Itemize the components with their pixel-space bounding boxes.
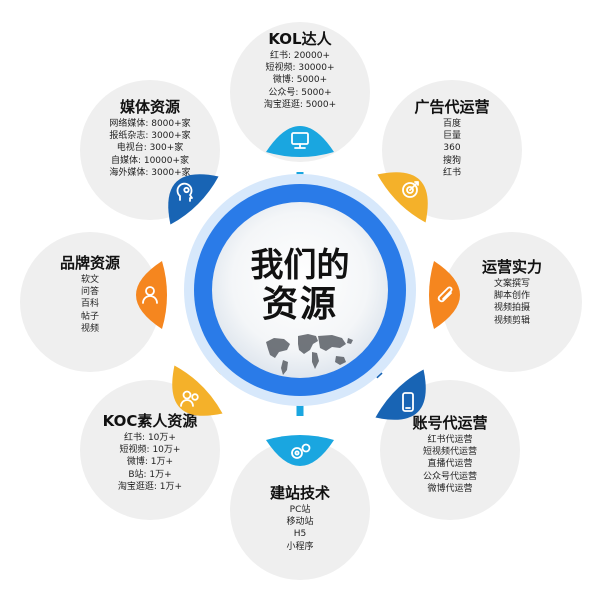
node-item: 淘宝逛逛: 1万+ — [117, 481, 183, 492]
node-item: 直播代运营 — [427, 459, 473, 470]
node-item: 文案撰写 — [493, 279, 530, 289]
node-title: KOL达人 — [268, 30, 332, 48]
gears-icon — [291, 443, 311, 459]
node-item: 公众号: 5000+ — [268, 87, 332, 98]
leaf-shape — [429, 261, 460, 329]
node-title: KOC素人资源 — [102, 412, 198, 430]
world-map-icon — [266, 334, 353, 375]
target-icon — [402, 181, 419, 198]
node-item: 视频剪辑 — [493, 315, 530, 326]
node-item: 帖子 — [80, 311, 99, 322]
node-item: H5 — [293, 529, 307, 540]
head-idea-icon — [176, 182, 193, 202]
node-item: 百度 — [442, 119, 461, 129]
node-item: 短视频: 10万+ — [119, 445, 181, 456]
node-item: B站: 1万+ — [128, 469, 172, 480]
hub-inner — [212, 202, 388, 378]
leaf-shape — [172, 365, 223, 416]
leaf-shape — [168, 174, 219, 225]
leaf-shape — [266, 435, 334, 466]
person-icon — [142, 286, 158, 304]
accent-ops — [429, 261, 460, 329]
node-item: 360 — [443, 143, 461, 154]
accent-ads — [377, 172, 428, 223]
center-title-line1: 我们的 — [250, 245, 350, 284]
node-item: 问答 — [80, 287, 99, 298]
node-item: 红书代运营 — [427, 435, 473, 445]
node-item: 短视频: 30000+ — [265, 63, 335, 74]
accent-brand — [136, 261, 167, 329]
node-title: 品牌资源 — [59, 254, 120, 272]
accent-koc — [172, 365, 223, 416]
node-item: 海外媒体: 3000+家 — [109, 167, 191, 178]
node-item: 微博代运营 — [427, 483, 473, 494]
node-title: 媒体资源 — [119, 98, 180, 116]
node-item: 红书 — [442, 167, 461, 178]
users-icon — [180, 390, 199, 407]
leaf-shape — [266, 126, 334, 157]
node-item: 视频拍摄 — [493, 303, 530, 314]
node-item: 巨量 — [442, 131, 461, 142]
node-item: 网络媒体: 8000+家 — [109, 119, 191, 129]
node-item: 移动站 — [286, 517, 314, 528]
node-item: 小程序 — [286, 541, 314, 552]
node-item: 脚本创作 — [493, 291, 530, 302]
node-title: 运营实力 — [481, 258, 542, 276]
paperclip-icon — [437, 286, 453, 303]
node-item: 红书: 20000+ — [269, 51, 331, 61]
node-item: PC站 — [289, 505, 311, 515]
node-item: 搜狗 — [442, 155, 461, 166]
node-item: 自媒体: 10000+家 — [110, 155, 190, 166]
node-item: 短视频代运营 — [422, 447, 477, 458]
accent-kol — [266, 126, 334, 157]
monitor-icon — [291, 132, 309, 149]
node-item: 红书: 10万+ — [124, 433, 176, 443]
accent-account — [375, 369, 426, 420]
accent-site — [266, 435, 334, 466]
accent-media — [168, 174, 219, 225]
node-item: 视频 — [80, 323, 99, 334]
node-item: 报纸杂志: 3000+家 — [109, 131, 191, 142]
center-title-line2: 资源 — [261, 284, 338, 325]
node-item: 软文 — [80, 275, 99, 285]
mobile-icon — [402, 392, 414, 412]
node-item: 微博: 5000+ — [272, 75, 328, 86]
node-brand: 品牌资源 软文问答百科帖子视频 — [20, 232, 160, 372]
node-title: 账号代运营 — [412, 414, 488, 432]
node-item: 百科 — [80, 299, 99, 310]
node-item: 淘宝逛逛: 5000+ — [263, 99, 337, 110]
node-title: 建站技术 — [269, 484, 330, 502]
node-item: 电视台: 300+家 — [116, 143, 184, 154]
node-item: 公众号代运营 — [422, 471, 477, 482]
node-title: 广告代运营 — [414, 98, 490, 116]
node-item: 微博: 1万+ — [126, 457, 174, 468]
node-ops: 运营实力 文案撰写脚本创作视频拍摄视频剪辑 — [442, 232, 582, 372]
